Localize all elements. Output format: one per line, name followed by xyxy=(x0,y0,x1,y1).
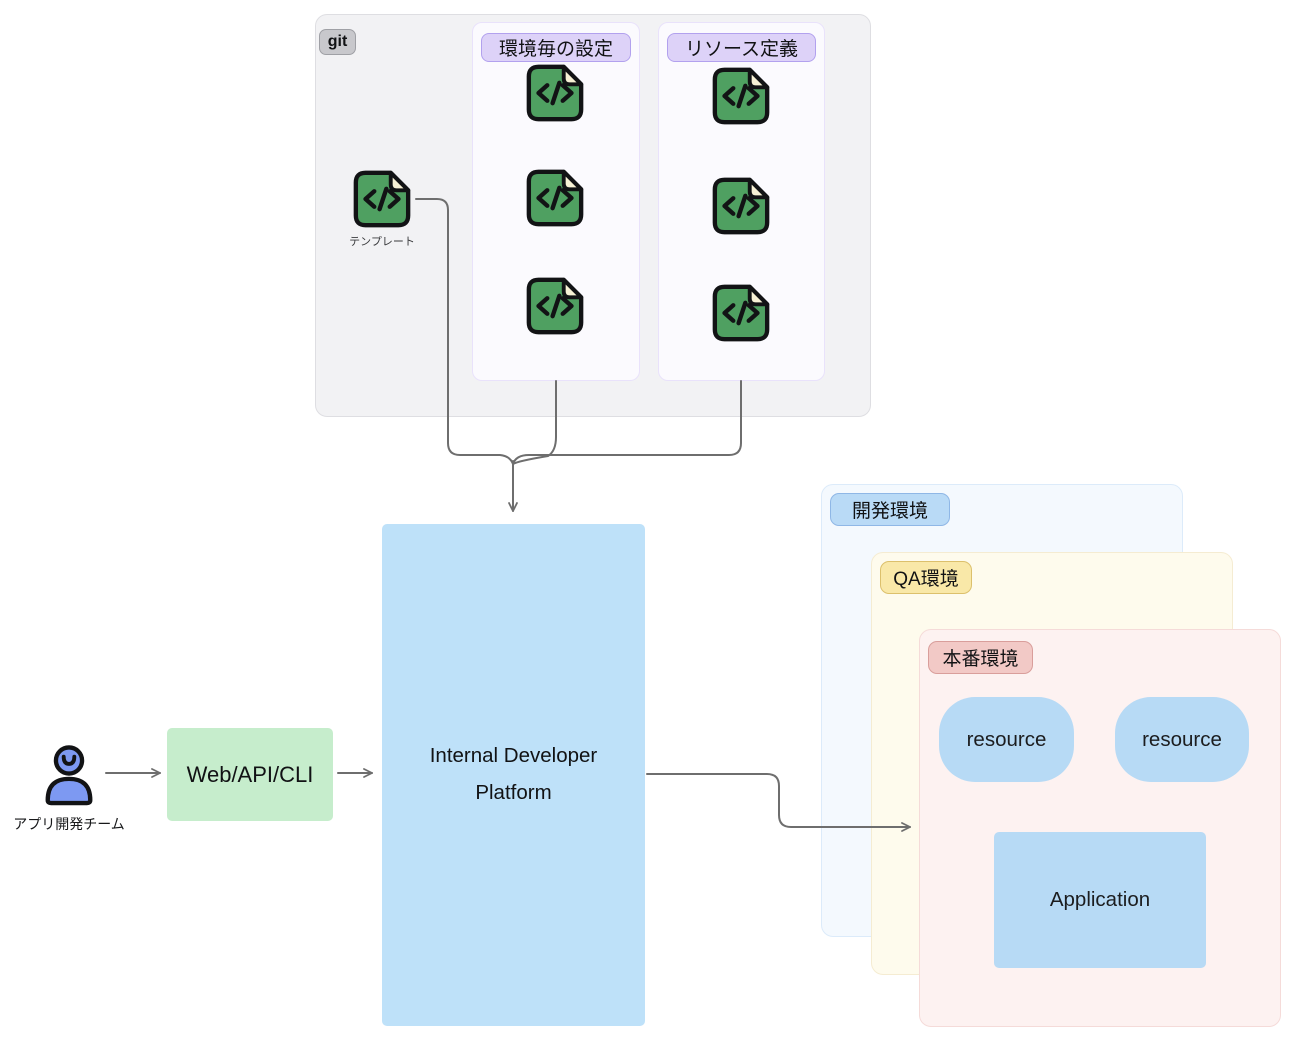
env-badge-dev: 開発環境 xyxy=(830,493,950,526)
code-file-icon xyxy=(524,62,586,124)
internal-developer-platform-box: Internal Developer Platform xyxy=(382,524,645,1026)
code-file-icon xyxy=(524,167,586,229)
code-file-icon xyxy=(710,282,772,344)
application-node: Application xyxy=(994,832,1206,968)
code-file-icon xyxy=(524,275,586,337)
code-file-icon xyxy=(710,65,772,127)
code-file-icon xyxy=(351,168,413,230)
web-api-cli-box: Web/API/CLI xyxy=(167,728,333,821)
env-config-panel-label: 環境毎の設定 xyxy=(481,33,631,62)
resource-node: resource xyxy=(1115,697,1249,782)
code-file-icon xyxy=(710,175,772,237)
dev-team-label: アプリ開発チーム xyxy=(13,816,125,832)
resource-node: resource xyxy=(939,697,1074,782)
env-badge-qa: QA環境 xyxy=(880,561,972,594)
env-badge-prod: 本番環境 xyxy=(928,641,1033,674)
idp-label-line2: Platform xyxy=(475,781,552,804)
person-icon xyxy=(45,745,93,806)
template-label: テンプレート xyxy=(349,236,415,248)
git-badge: git xyxy=(319,29,356,55)
resource-def-panel-label: リソース定義 xyxy=(667,33,816,62)
idp-label-line1: Internal Developer xyxy=(429,744,598,768)
